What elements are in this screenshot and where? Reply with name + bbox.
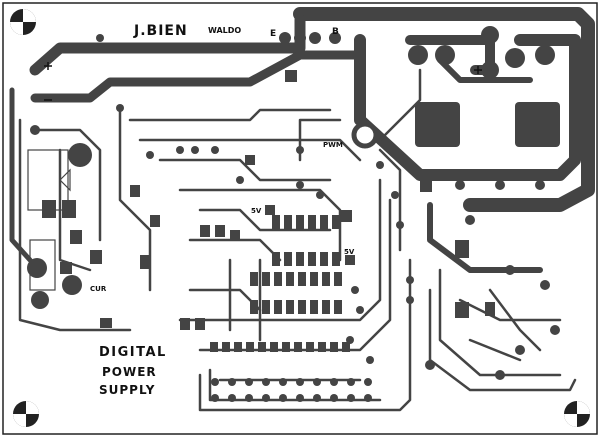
signal-traces — [18, 68, 577, 412]
author-label: J.BIEN — [134, 23, 188, 39]
pwm-label: PWM — [323, 141, 343, 149]
ic-upper — [272, 215, 340, 266]
board-title-line2: POWER — [102, 365, 157, 379]
ic-footprints — [210, 215, 350, 352]
base-label: B — [332, 27, 339, 37]
smd-pads — [42, 70, 495, 330]
polarity-marks — [44, 62, 482, 101]
mounting-hole-bottom-left — [13, 401, 39, 427]
emitter-label: E — [270, 29, 277, 39]
connector-bottom — [210, 342, 350, 352]
board-title-line1: DIGITAL — [99, 345, 167, 360]
five-volt-label-a: 5V — [251, 207, 262, 215]
large-pads — [27, 26, 560, 309]
mounting-hole-top-left — [10, 9, 36, 35]
ic-lower — [250, 272, 342, 314]
board-title-line3: SUPPLY — [99, 383, 156, 397]
nickname-label: WALDO — [208, 26, 242, 35]
component-outlines — [27, 149, 71, 291]
current-label: CUR — [90, 285, 107, 293]
five-volt-label-b: 5V — [344, 248, 355, 256]
through-hole-pads — [30, 32, 560, 402]
mounting-hole-bottom-right — [564, 401, 590, 427]
